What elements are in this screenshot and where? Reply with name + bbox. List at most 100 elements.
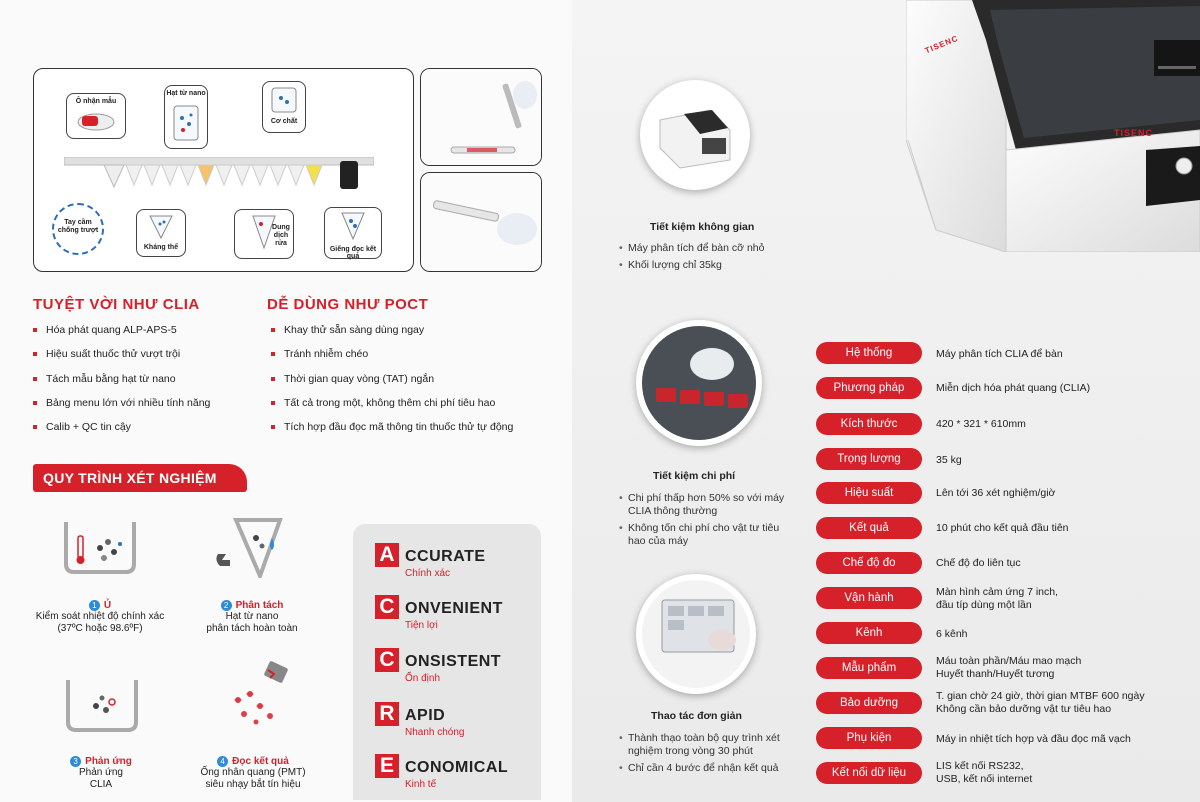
poct-item: Khay thử sẵn sàng dùng ngay [271,324,561,348]
feature-title: Thao tác đơn giản [651,710,742,722]
reagent-rack-icon [642,326,756,440]
acronym-item: A CCURATE Chính xác [375,543,540,583]
acronym-item: C ONVENIENT Tiện lợi [375,595,540,635]
feature-image-cost [636,320,762,446]
reagent-strip [64,157,374,189]
callout-anti-slip-handle: Tay cầm chống trượt [52,203,104,255]
feature-item: Thành thạo toàn bộ quy trình xét nghiệm … [619,732,799,758]
acronym-item: E CONOMICAL Kinh tế [375,754,540,794]
spec-label: Kích thước [816,413,922,435]
incubation-icon [64,522,136,574]
acronym-word: APID [405,707,446,724]
clia-title: TUYỆT VỜI NHƯ CLIA [33,296,200,313]
feature-list: Thành thạo toàn bộ quy trình xét nghiệm … [619,732,799,779]
spec-label: Hệ thống [816,342,922,364]
feature-item: Máy phân tích để bàn cỡ nhỏ [619,242,799,255]
step-number: 1 [88,600,100,611]
spec-label: Phụ kiện [816,727,922,749]
step-number: 2 [220,600,232,611]
spec-label: Kết nối dữ liệu [816,762,922,784]
poct-item: Tất cả trong một, không thêm chi phí tiê… [271,397,561,421]
compact-analyzer-icon [646,86,744,184]
spec-label: Bảo dưỡng [816,692,922,714]
feature-list: Chi phí thấp hơn 50% so với máy CLIA thô… [619,492,799,552]
callout-label: Tay cầm chống trượt [57,219,99,234]
spec-value: Máy in nhiệt tích hợp và đầu đọc mã vạch [936,733,1131,745]
callout-label: Hạt từ nano [166,90,206,97]
acronym-item: R APID Nhanh chóng [375,702,540,742]
pipette-illustration [421,69,541,165]
sample-tube-icon [77,113,115,131]
strip-insert-illustration [421,173,541,271]
acronym-word: ONVENIENT [405,600,503,617]
acronym-meaning: Chính xác [405,568,451,579]
spec-value: T. gian chờ 24 giờ, thời gian MTBF 600 n… [936,690,1145,715]
acronym-word: CONOMICAL [405,759,509,776]
spec-value: Máy phân tích CLIA để bàn [936,348,1063,360]
nano-beads-icon [173,105,199,141]
acronym-letter: C [375,595,399,619]
spec-label: Vận hành [816,587,922,609]
step-desc: (37ºC hoặc 98.6ºF) [57,623,143,634]
pipette-photo [420,68,542,166]
step-number: 3 [70,756,82,767]
touchscreen-icon [642,580,750,688]
spec-value: Lên tới 36 xét nghiệm/giờ [936,487,1056,499]
callout-nano-beads: Hạt từ nano [164,85,208,149]
spec-label: Mẫu phẩm [816,657,922,679]
callout-diluent: Dung dịch rửa [234,209,294,259]
callout-label: Cơ chất [270,118,298,125]
acronym-meaning: Tiện lợi [405,620,438,631]
feature-image-space [640,80,750,190]
callout-label: Ô nhận mẫu [75,98,117,105]
poct-list: Khay thử sẵn sàng dùng ngay Tránh nhiễm … [271,324,561,445]
step-number: 4 [217,756,229,767]
acronym-letter: C [375,648,399,672]
spec-value: Chế độ đo liên tục [936,557,1021,569]
feature-item: Khối lượng chỉ 35kg [619,259,799,272]
step-desc: phân tách hoàn toàn [206,623,298,634]
feature-list: Máy phân tích để bàn cỡ nhỏ Khối lượng c… [619,242,799,276]
spec-label: Chế độ đo [816,552,922,574]
clia-list: Hóa phát quang ALP-APS-5 Hiệu suất thuốc… [33,324,253,445]
feature-title: Tiết kiệm chi phí [653,470,736,482]
feature-item: Không tốn chi phí cho vật tư tiêu hao củ… [619,522,799,548]
step-title: Ủ [103,600,112,611]
antibody-icon [149,215,173,240]
clia-item: Hóa phát quang ALP-APS-5 [33,324,253,348]
read-result-icon [234,661,288,725]
diluent-icon [252,215,276,250]
step-title: Đọc kết quả [232,756,289,767]
callout-label: Giếng đọc kết quả [329,246,377,260]
acronym-letter: A [375,543,399,567]
callout-result-well: Giếng đọc kết quả [324,207,382,260]
spec-value: Miễn dịch hóa phát quang (CLIA) [936,382,1091,394]
callout-label: Dung dịch rửa [272,224,290,247]
callout-substrate: Cơ chất [262,81,306,133]
result-well-icon [341,212,365,241]
poct-item: Tích hợp đầu đọc mã thông tin thuốc thử … [271,421,561,445]
spec-value: 35 kg [936,454,962,466]
feature-item: Chỉ cần 4 bước để nhận kết quả [619,762,799,775]
spec-value: 10 phút cho kết quả đầu tiên [936,522,1069,534]
machine-brand-label: TISENC [1114,128,1154,138]
acronym-panel: A CCURATE Chính xác C ONVENIENT Tiện lợi… [353,524,541,800]
clia-item: Hiệu suất thuốc thử vượt trội [33,348,253,372]
spec-value: Màn hình cảm ứng 7 inch,đầu típ dùng một… [936,586,1059,611]
feature-title: Tiết kiệm không gian [650,221,755,233]
strip-insert-photo [420,172,542,272]
process-banner: QUY TRÌNH XÉT NGHIỆM [33,464,247,492]
reaction-icon [66,680,138,732]
step-desc: Hạt từ nano [225,611,279,622]
spec-label: Hiệu suất [816,482,922,504]
clia-item: Bảng menu lớn với nhiều tính năng [33,397,253,421]
callout-label: Kháng thể [143,244,179,251]
spec-label: Trọng lượng [816,448,922,470]
spec-label: Kênh [816,622,922,644]
step-title: Phân tách [235,600,284,611]
